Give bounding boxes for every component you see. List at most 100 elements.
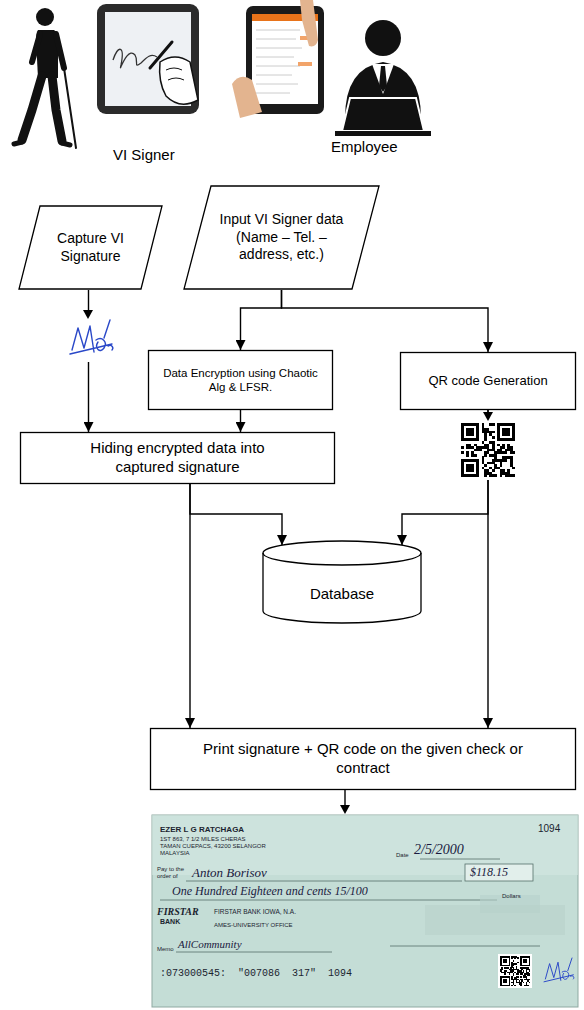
qr-module <box>516 976 518 978</box>
qr-module <box>509 983 511 985</box>
qr-module <box>487 462 490 465</box>
qr-module <box>511 965 513 967</box>
qr-module <box>521 980 523 982</box>
qr-module <box>501 967 503 969</box>
qr-module <box>484 451 487 454</box>
qr-module <box>502 431 505 434</box>
qr-module <box>497 444 500 447</box>
qr-module <box>469 446 472 449</box>
qr-module <box>510 449 513 452</box>
qr-module <box>505 431 508 434</box>
qr-module <box>476 449 479 452</box>
signature-image <box>544 958 574 982</box>
qr-module <box>505 474 508 477</box>
qr-module <box>510 446 513 449</box>
qr-module <box>484 454 487 457</box>
qr-module <box>500 959 502 961</box>
qr-module <box>523 965 525 967</box>
qr-module <box>513 970 515 972</box>
qr-module <box>497 433 500 436</box>
qr-module <box>466 431 469 434</box>
qr-module <box>511 977 513 979</box>
qr-module <box>514 957 516 959</box>
qr-module <box>461 472 464 475</box>
qr-module <box>504 965 506 967</box>
qr-module <box>497 459 500 462</box>
qr-module <box>529 975 531 977</box>
qr-module <box>509 969 511 971</box>
qr-module <box>527 967 529 969</box>
qr-module <box>527 975 529 977</box>
qr-module <box>520 976 522 978</box>
qr-module <box>461 469 464 472</box>
qr-background <box>459 421 517 479</box>
check-text: 1ST 863, 7 1/2 MILES CHERAS <box>160 836 246 843</box>
qr-module <box>521 956 523 958</box>
node-body: QR code Generation <box>400 352 576 410</box>
qr-module <box>517 957 519 959</box>
qr-module <box>512 433 515 436</box>
qr-module <box>511 957 513 959</box>
qr-module <box>511 969 513 971</box>
qr-module <box>521 973 523 975</box>
qr-module <box>503 985 505 987</box>
qr-module <box>492 441 495 444</box>
qr-module <box>471 469 474 472</box>
qr-module <box>520 982 522 984</box>
qr-module <box>504 973 506 975</box>
qr-module <box>509 982 511 984</box>
qr-module <box>517 982 519 984</box>
qr-module <box>484 431 487 434</box>
qr-module <box>526 983 528 985</box>
flow-arrow <box>189 484 190 728</box>
qr-module <box>497 449 500 452</box>
qr-module <box>497 428 500 431</box>
qr-module <box>511 962 513 964</box>
arrow-line <box>344 790 345 807</box>
qr-module <box>513 979 515 981</box>
qr-module <box>509 980 511 982</box>
qr-module <box>466 459 469 462</box>
qr-module <box>507 472 510 475</box>
qr-module <box>510 972 512 974</box>
qr-module <box>529 973 531 975</box>
qr-module <box>497 467 500 470</box>
qr-module <box>492 431 495 434</box>
qr-module <box>521 972 523 974</box>
qr-module <box>497 431 500 434</box>
qr-code-image <box>459 421 517 479</box>
qr-module <box>500 976 502 978</box>
qr-module <box>510 464 513 467</box>
qr-module <box>497 438 500 441</box>
check-text: FIRSTAR BANK IOWA, N.A. <box>214 908 296 915</box>
qr-module <box>471 423 474 426</box>
qr-module <box>514 963 516 965</box>
qr-module <box>507 976 509 978</box>
qr-module <box>471 454 474 457</box>
qr-module <box>484 464 487 467</box>
qr-module <box>476 446 479 449</box>
qr-module <box>461 462 464 465</box>
qr-module <box>500 969 502 971</box>
qr-module <box>511 970 513 972</box>
parallelogram-shape <box>184 186 379 289</box>
qr-module <box>471 433 474 436</box>
qr-module <box>466 467 469 470</box>
node-body: Input VI Signer data (Name – Tel. – addr… <box>183 185 380 290</box>
qr-module <box>501 969 503 971</box>
qr-module <box>509 985 511 987</box>
process-box: Hiding encrypted data into captured sign… <box>20 432 335 484</box>
check-text: Pay to the order of <box>157 866 187 879</box>
blind-person-icon <box>14 8 76 148</box>
qr-module <box>500 960 502 962</box>
qr-module <box>504 967 506 969</box>
qr-module <box>503 980 505 982</box>
qr-module <box>482 459 485 462</box>
qr-module <box>492 436 495 439</box>
qr-module <box>520 973 522 975</box>
qr-code-image <box>498 954 532 988</box>
qr-module <box>506 965 508 967</box>
qr-module <box>516 977 518 979</box>
qr-module <box>461 464 464 467</box>
qr-module <box>506 980 508 982</box>
